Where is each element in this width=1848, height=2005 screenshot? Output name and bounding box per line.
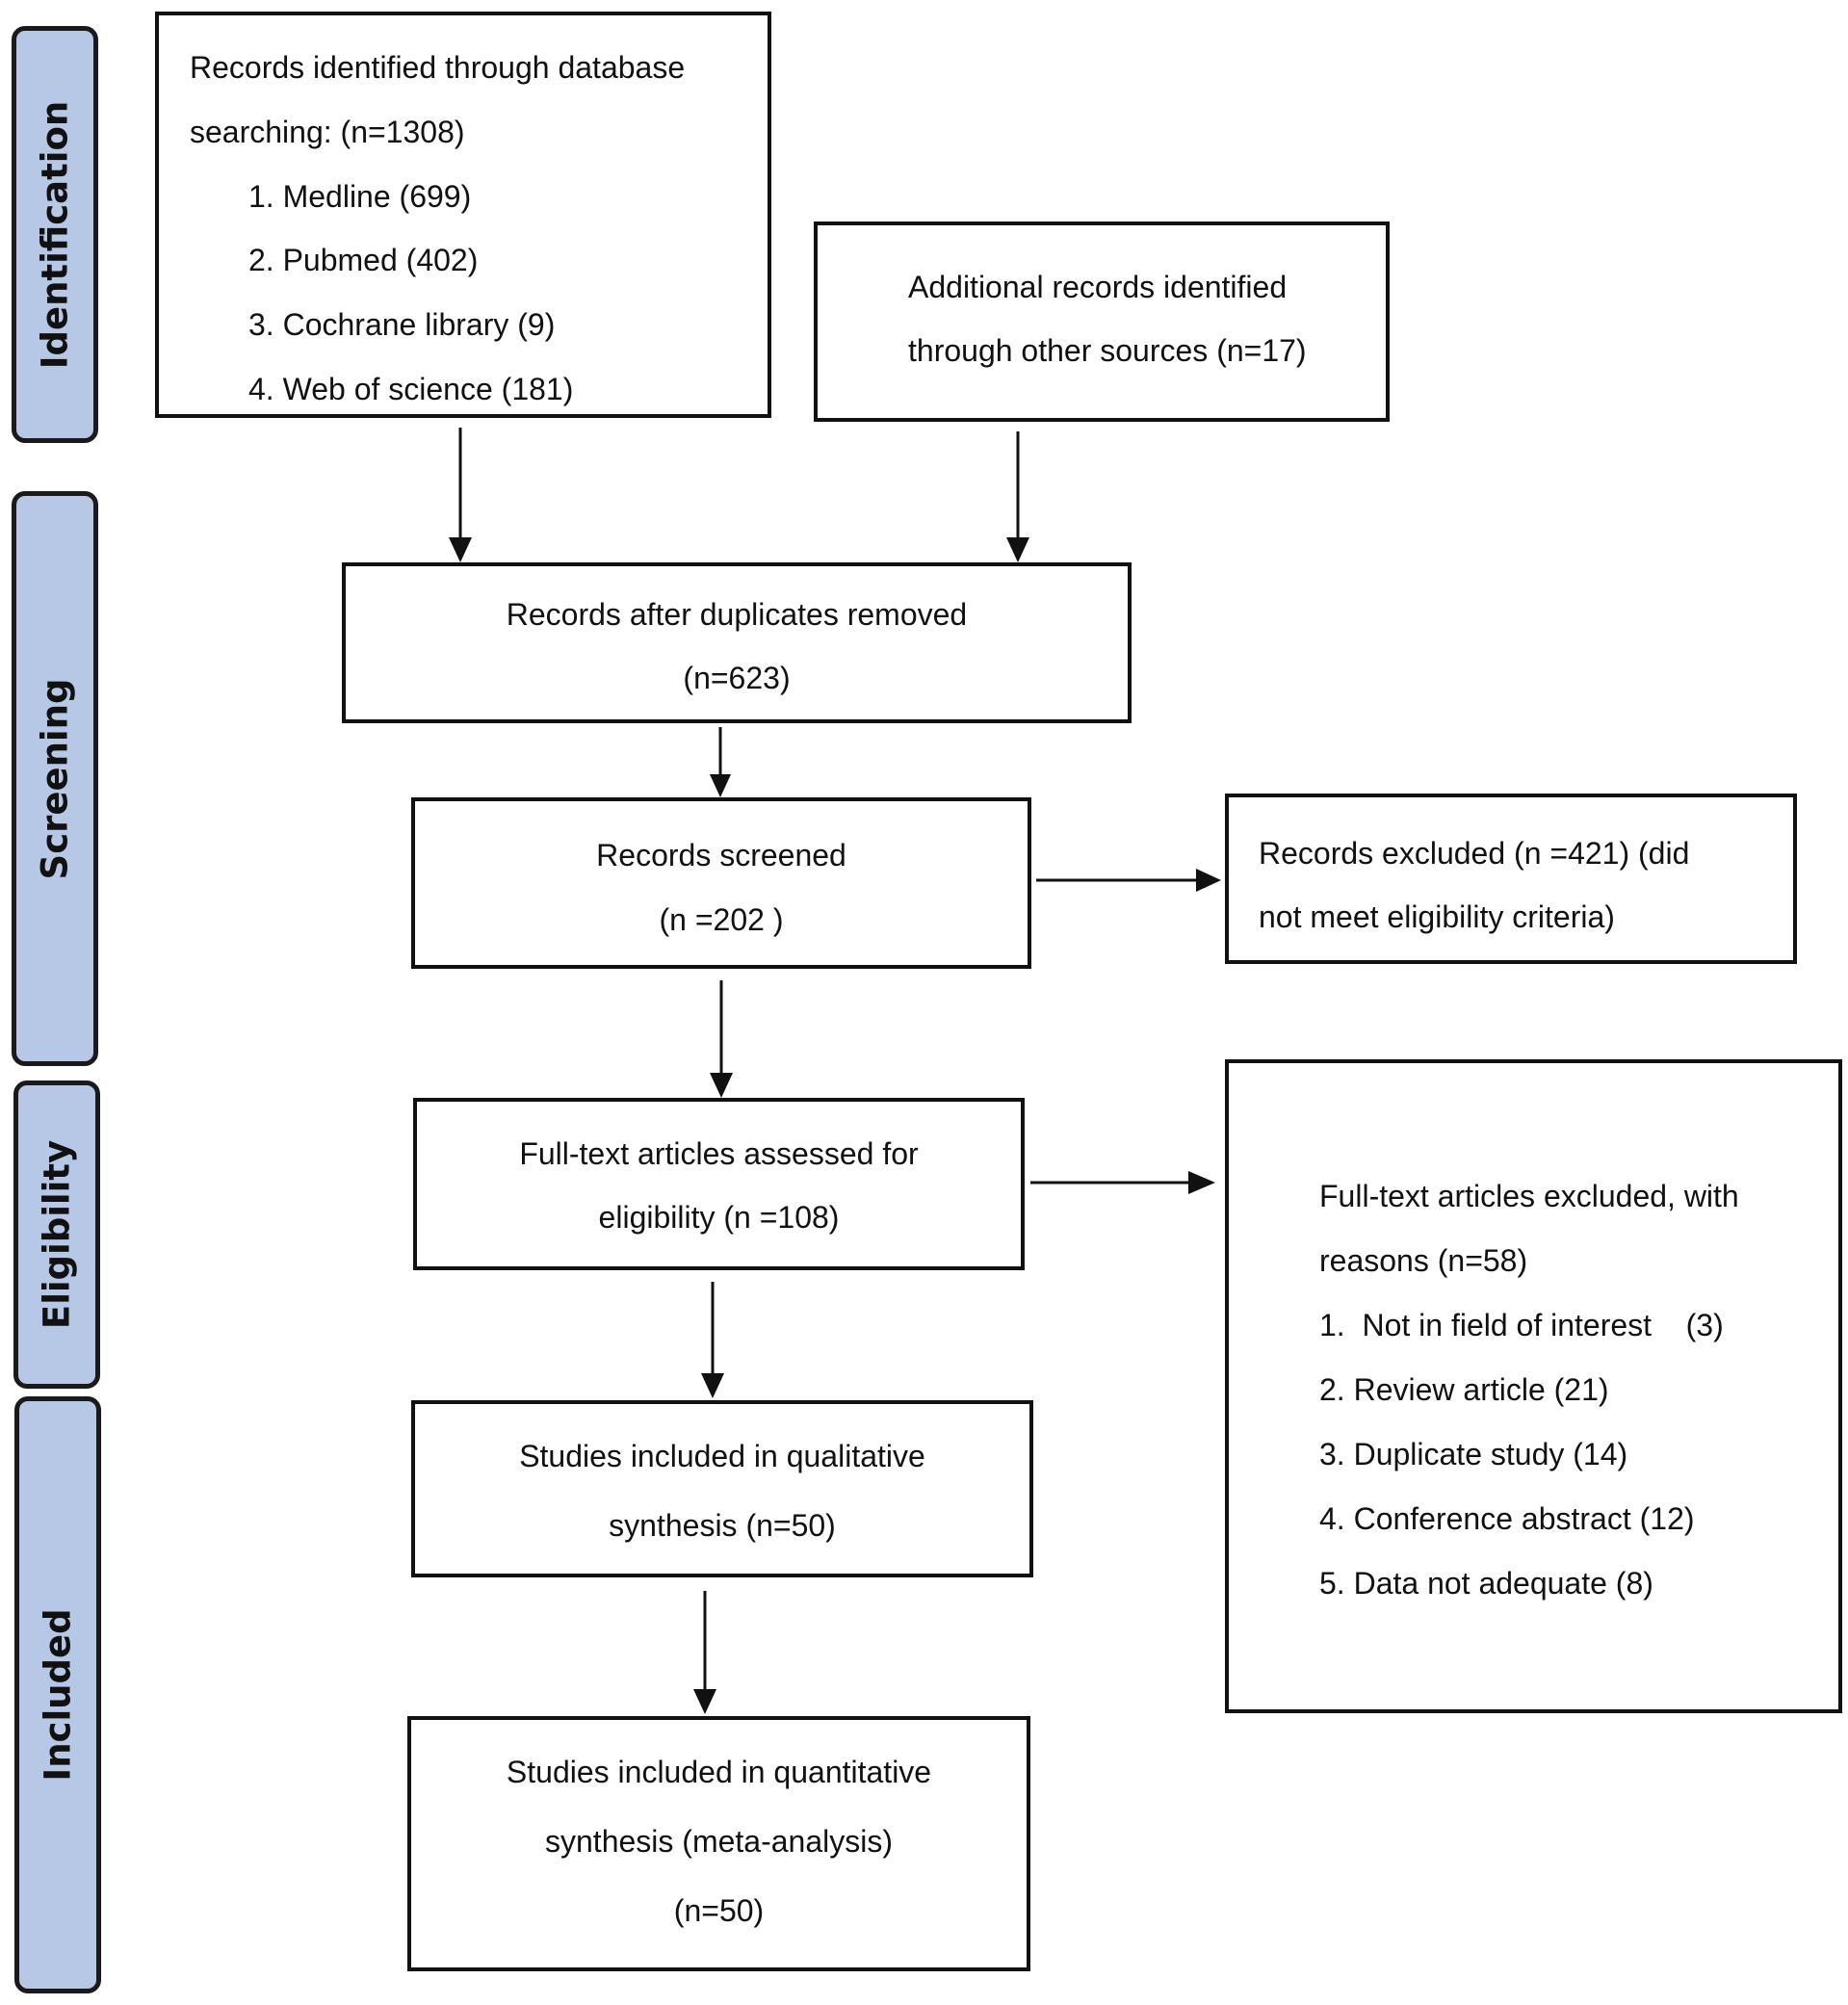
arrowhead	[710, 774, 731, 797]
reason-item: 3. Duplicate study (14)	[1319, 1437, 1628, 1471]
screened-line-2: (n =202 )	[659, 902, 784, 937]
fulltext-line-2: eligibility (n =108)	[598, 1200, 840, 1235]
reason-item: 4. Conference abstract (12)	[1319, 1501, 1695, 1536]
additional-line-2: through other sources (n=17)	[908, 333, 1307, 368]
source-item: 4. Web of science (181)	[248, 372, 574, 406]
source-item: 2. Pubmed (402)	[248, 243, 479, 277]
box-records-screened: Records screened (n =202 )	[411, 797, 1031, 969]
arrowhead	[693, 1689, 716, 1714]
stage-tab-included: Included	[14, 1396, 101, 1993]
reason-item: 2. Review article (21)	[1319, 1372, 1609, 1407]
arrowhead	[1188, 1171, 1215, 1194]
box-fulltext-excluded: Full-text articles excluded, with reason…	[1225, 1059, 1842, 1713]
source-item: 3. Cochrane library (9)	[248, 307, 556, 342]
box-duplicates-removed: Records after duplicates removed (n=623)	[342, 562, 1132, 723]
stage-tab-screening: Screening	[12, 491, 98, 1066]
duplicates-line-2: (n=623)	[683, 661, 791, 695]
box-qualitative-synthesis: Studies included in qualitative synthesi…	[411, 1400, 1033, 1577]
qualitative-line-2: synthesis (n=50)	[609, 1508, 836, 1543]
additional-line-1: Additional records identified	[908, 270, 1288, 304]
fulltext-line-1: Full-text articles assessed for	[519, 1136, 919, 1171]
qualitative-line-1: Studies included in qualitative	[519, 1439, 925, 1473]
identified-line-2: searching: (n=1308)	[190, 115, 465, 149]
excluded-line-1: Records excluded (n =421) (did	[1259, 836, 1690, 871]
source-item: 1. Medline (699)	[248, 179, 472, 214]
duplicates-line-1: Records after duplicates removed	[506, 597, 968, 632]
screened-line-1: Records screened	[596, 838, 846, 872]
box-quantitative-synthesis: Studies included in quantitative synthes…	[407, 1716, 1030, 1971]
box-fulltext-assessed: Full-text articles assessed for eligibil…	[413, 1098, 1025, 1270]
excluded-line-2: not meet eligibility criteria)	[1259, 899, 1615, 934]
fulltext-excluded-line-2: reasons (n=58)	[1319, 1243, 1528, 1278]
box-additional-records: Additional records identified through ot…	[814, 221, 1390, 422]
arrowhead	[701, 1373, 724, 1398]
fulltext-excluded-line-1: Full-text articles excluded, with	[1319, 1179, 1739, 1213]
arrowhead	[710, 1073, 733, 1098]
quantitative-line-2: synthesis (meta-analysis)	[545, 1824, 893, 1859]
reason-item: 5. Data not adequate (8)	[1319, 1566, 1653, 1601]
box-records-identified: Records identified through database sear…	[155, 12, 771, 418]
quantitative-line-1: Studies included in quantitative	[506, 1755, 932, 1789]
stage-tab-identification: Identification	[12, 26, 98, 443]
arrowhead	[449, 537, 472, 562]
arrowhead	[1006, 537, 1029, 562]
arrowhead	[1196, 869, 1221, 892]
stage-tab-eligibility: Eligibility	[13, 1081, 100, 1389]
box-records-excluded: Records excluded (n =421) (did not meet …	[1225, 794, 1797, 964]
reason-item: 1. Not in field of interest (3)	[1319, 1308, 1724, 1342]
identified-line-1: Records identified through database	[190, 50, 686, 85]
quantitative-line-3: (n=50)	[673, 1893, 765, 1928]
